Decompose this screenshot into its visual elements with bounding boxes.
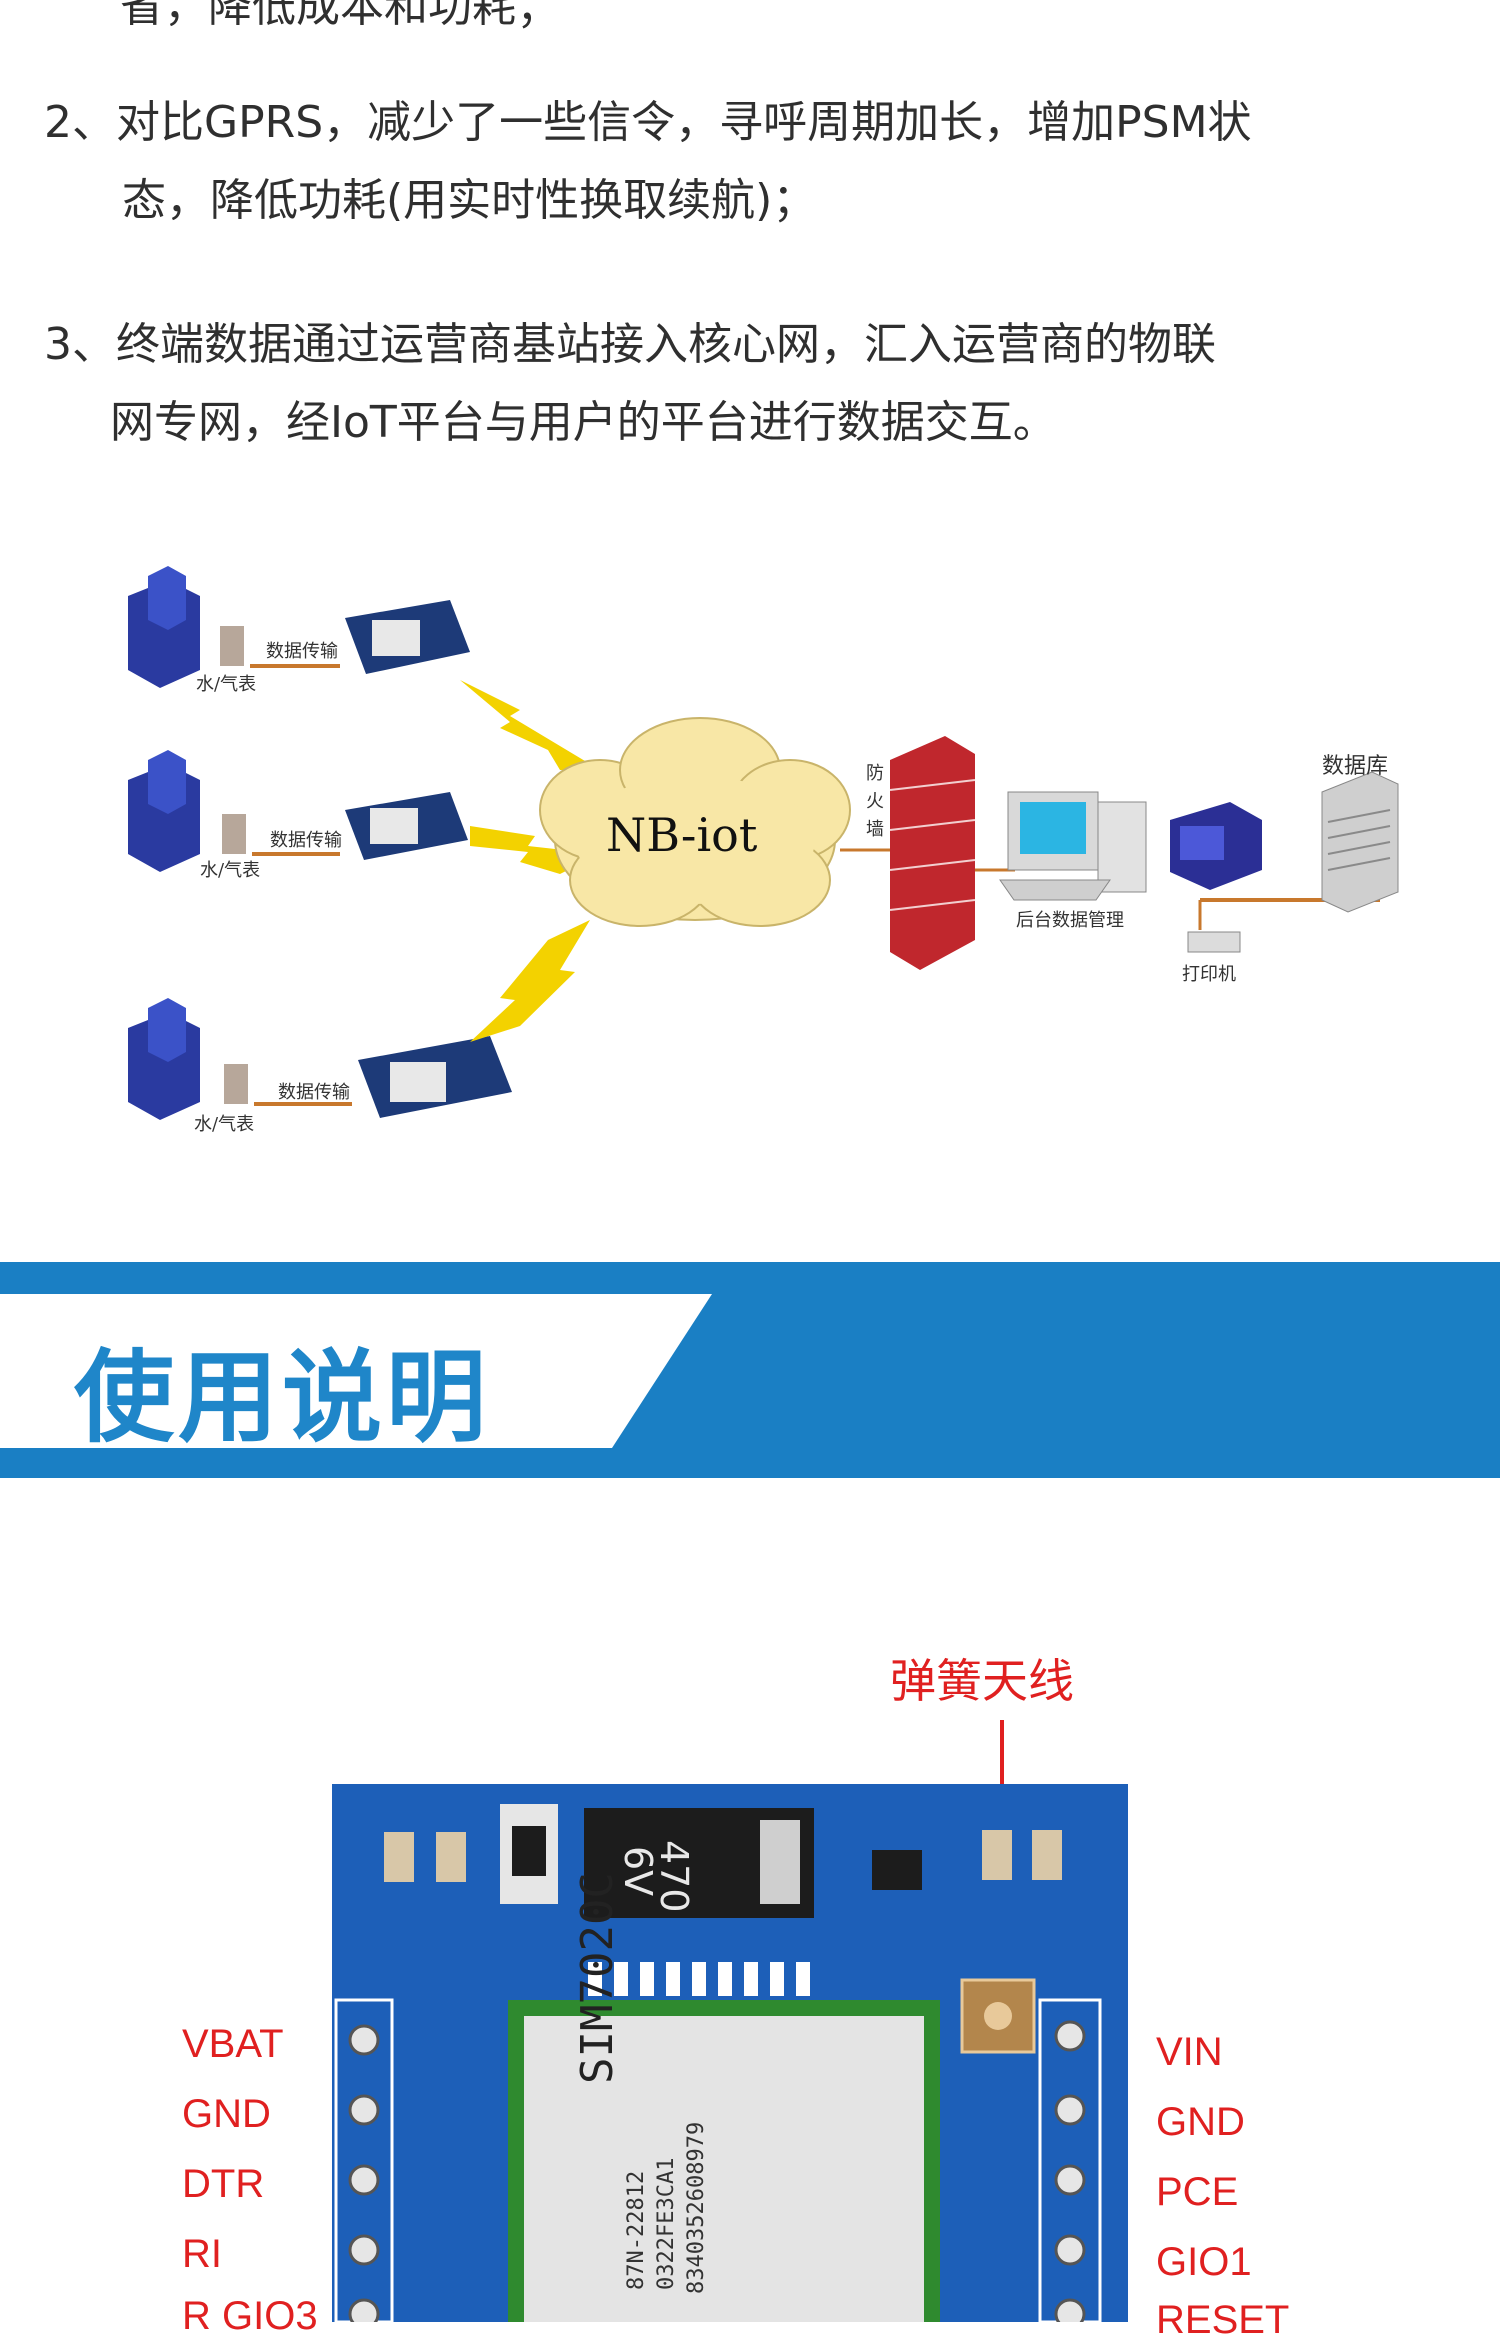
antenna-label: 弹簧天线 xyxy=(890,1654,1074,1708)
right-pin-label: RESET xyxy=(1156,2298,1290,2342)
component-text-2: 6V xyxy=(616,1846,660,1897)
right-pin-header xyxy=(1038,1998,1102,2322)
right-pin-label: PCE xyxy=(1156,2170,1239,2214)
database-server xyxy=(1321,771,1399,913)
item-line-1: 终端数据通过运营商基站接入核心网，汇入运营商的物联 xyxy=(116,319,1216,370)
terminal-group-1 xyxy=(128,566,470,688)
item-number: 2、 xyxy=(44,97,116,148)
intro-item-3: 3、终端数据通过运营商基站接入核心网，汇入运营商的物联 网专网，经IoT平台与用… xyxy=(44,306,1216,462)
section-title: 使用说明 xyxy=(74,1339,490,1456)
left-pin-label: VBAT xyxy=(182,2022,284,2066)
item-number: 3、 xyxy=(44,319,116,370)
printer xyxy=(1187,931,1241,953)
terminal-group-3 xyxy=(128,998,512,1120)
transfer-label: 数据传输 xyxy=(266,641,338,662)
meter-label: 水/气表 xyxy=(194,1114,255,1135)
right-pin-label: GND xyxy=(1156,2100,1245,2144)
lightning-bolt-1 xyxy=(460,680,600,770)
right-pin-label: VIN xyxy=(1156,2030,1223,2074)
right-pin-label: GIO1 xyxy=(1156,2240,1252,2284)
left-pin-label: GND xyxy=(182,2092,271,2136)
backend-computer xyxy=(999,791,1147,901)
chip-line-3: 0322FE3CA1 xyxy=(654,2157,679,2290)
firewall xyxy=(889,736,976,970)
intro-item-2: 2、对比GPRS，减少了一些信令，寻呼周期加长，增加PSM状 态，降低功耗(用实… xyxy=(44,84,1252,240)
item-line-2: 态，降低功耗(用实时性换取续航)； xyxy=(122,175,817,226)
chip-model: SIM7020C xyxy=(572,1872,623,2084)
backend-label: 后台数据管理 xyxy=(1016,910,1124,931)
transfer-label: 数据传输 xyxy=(270,830,342,851)
sim7020c-board xyxy=(332,1720,1128,2322)
lightning-bolt-3 xyxy=(470,920,590,1042)
meter-label: 水/气表 xyxy=(196,674,257,695)
chip-line-2: 87N-22812 xyxy=(624,2170,649,2290)
transfer-label: 数据传输 xyxy=(278,1082,350,1103)
chip-line-4: 8340352608979 xyxy=(684,2121,709,2294)
meter-label: 水/气表 xyxy=(200,860,261,881)
printer-label: 打印机 xyxy=(1182,964,1236,985)
left-pin-label: RI xyxy=(182,2232,222,2276)
section-banner xyxy=(0,1262,1500,1478)
left-pin-label: R GIO3 xyxy=(182,2294,318,2338)
left-pin-label: DTR xyxy=(182,2162,265,2206)
terminal-group-2 xyxy=(128,750,468,872)
item-line-2: 网专网，经IoT平台与用户的平台进行数据交互。 xyxy=(110,397,1057,448)
item-line-1: 对比GPRS，减少了一些信令，寻呼周期加长，增加PSM状 xyxy=(116,97,1252,148)
cut-off-text-line: 省，降低成本和功耗； xyxy=(120,0,560,32)
client-computer xyxy=(1170,802,1262,890)
nb-iot-network-diagram xyxy=(128,566,1399,1120)
firewall-label: 防火墙 xyxy=(866,763,884,840)
nb-iot-cloud xyxy=(539,717,851,927)
cloud-label: NB-iot xyxy=(606,808,758,862)
database-label: 数据库 xyxy=(1322,754,1389,779)
